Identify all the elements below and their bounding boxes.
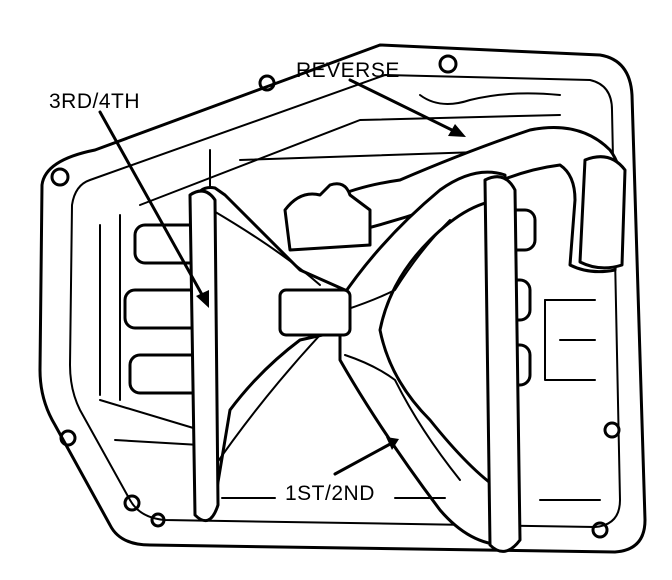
bolt-hole <box>59 429 77 447</box>
bolt-holes <box>50 54 621 539</box>
housing-ribs <box>99 92 601 501</box>
leader-third-fourth <box>98 110 209 308</box>
first-second-fork-pad <box>483 175 522 553</box>
bolt-hole <box>258 74 276 92</box>
housing-inner-flange <box>69 74 621 528</box>
third-fourth-fork-face <box>211 209 321 471</box>
bolt-hole <box>123 494 141 512</box>
leader-first-second <box>333 437 399 476</box>
first-second-fork <box>338 170 507 547</box>
selector-block <box>283 182 372 252</box>
first-second-fork-inner <box>344 219 461 481</box>
label-first-second: 1ST/2ND <box>285 482 375 505</box>
label-third-fourth: 3RD/4TH <box>49 90 140 113</box>
bolt-hole <box>603 421 621 439</box>
bolt-hole <box>50 167 70 187</box>
reverse-fork-pad <box>578 155 627 270</box>
housing-outline <box>38 43 647 554</box>
bolt-hole <box>438 54 458 74</box>
bolt-hole <box>150 512 166 528</box>
third-fourth-fork-pad <box>188 189 220 523</box>
bolt-hole <box>591 521 609 539</box>
central-shaft <box>278 288 352 337</box>
leader-reverse <box>348 78 466 137</box>
label-reverse: REVERSE <box>296 59 400 82</box>
